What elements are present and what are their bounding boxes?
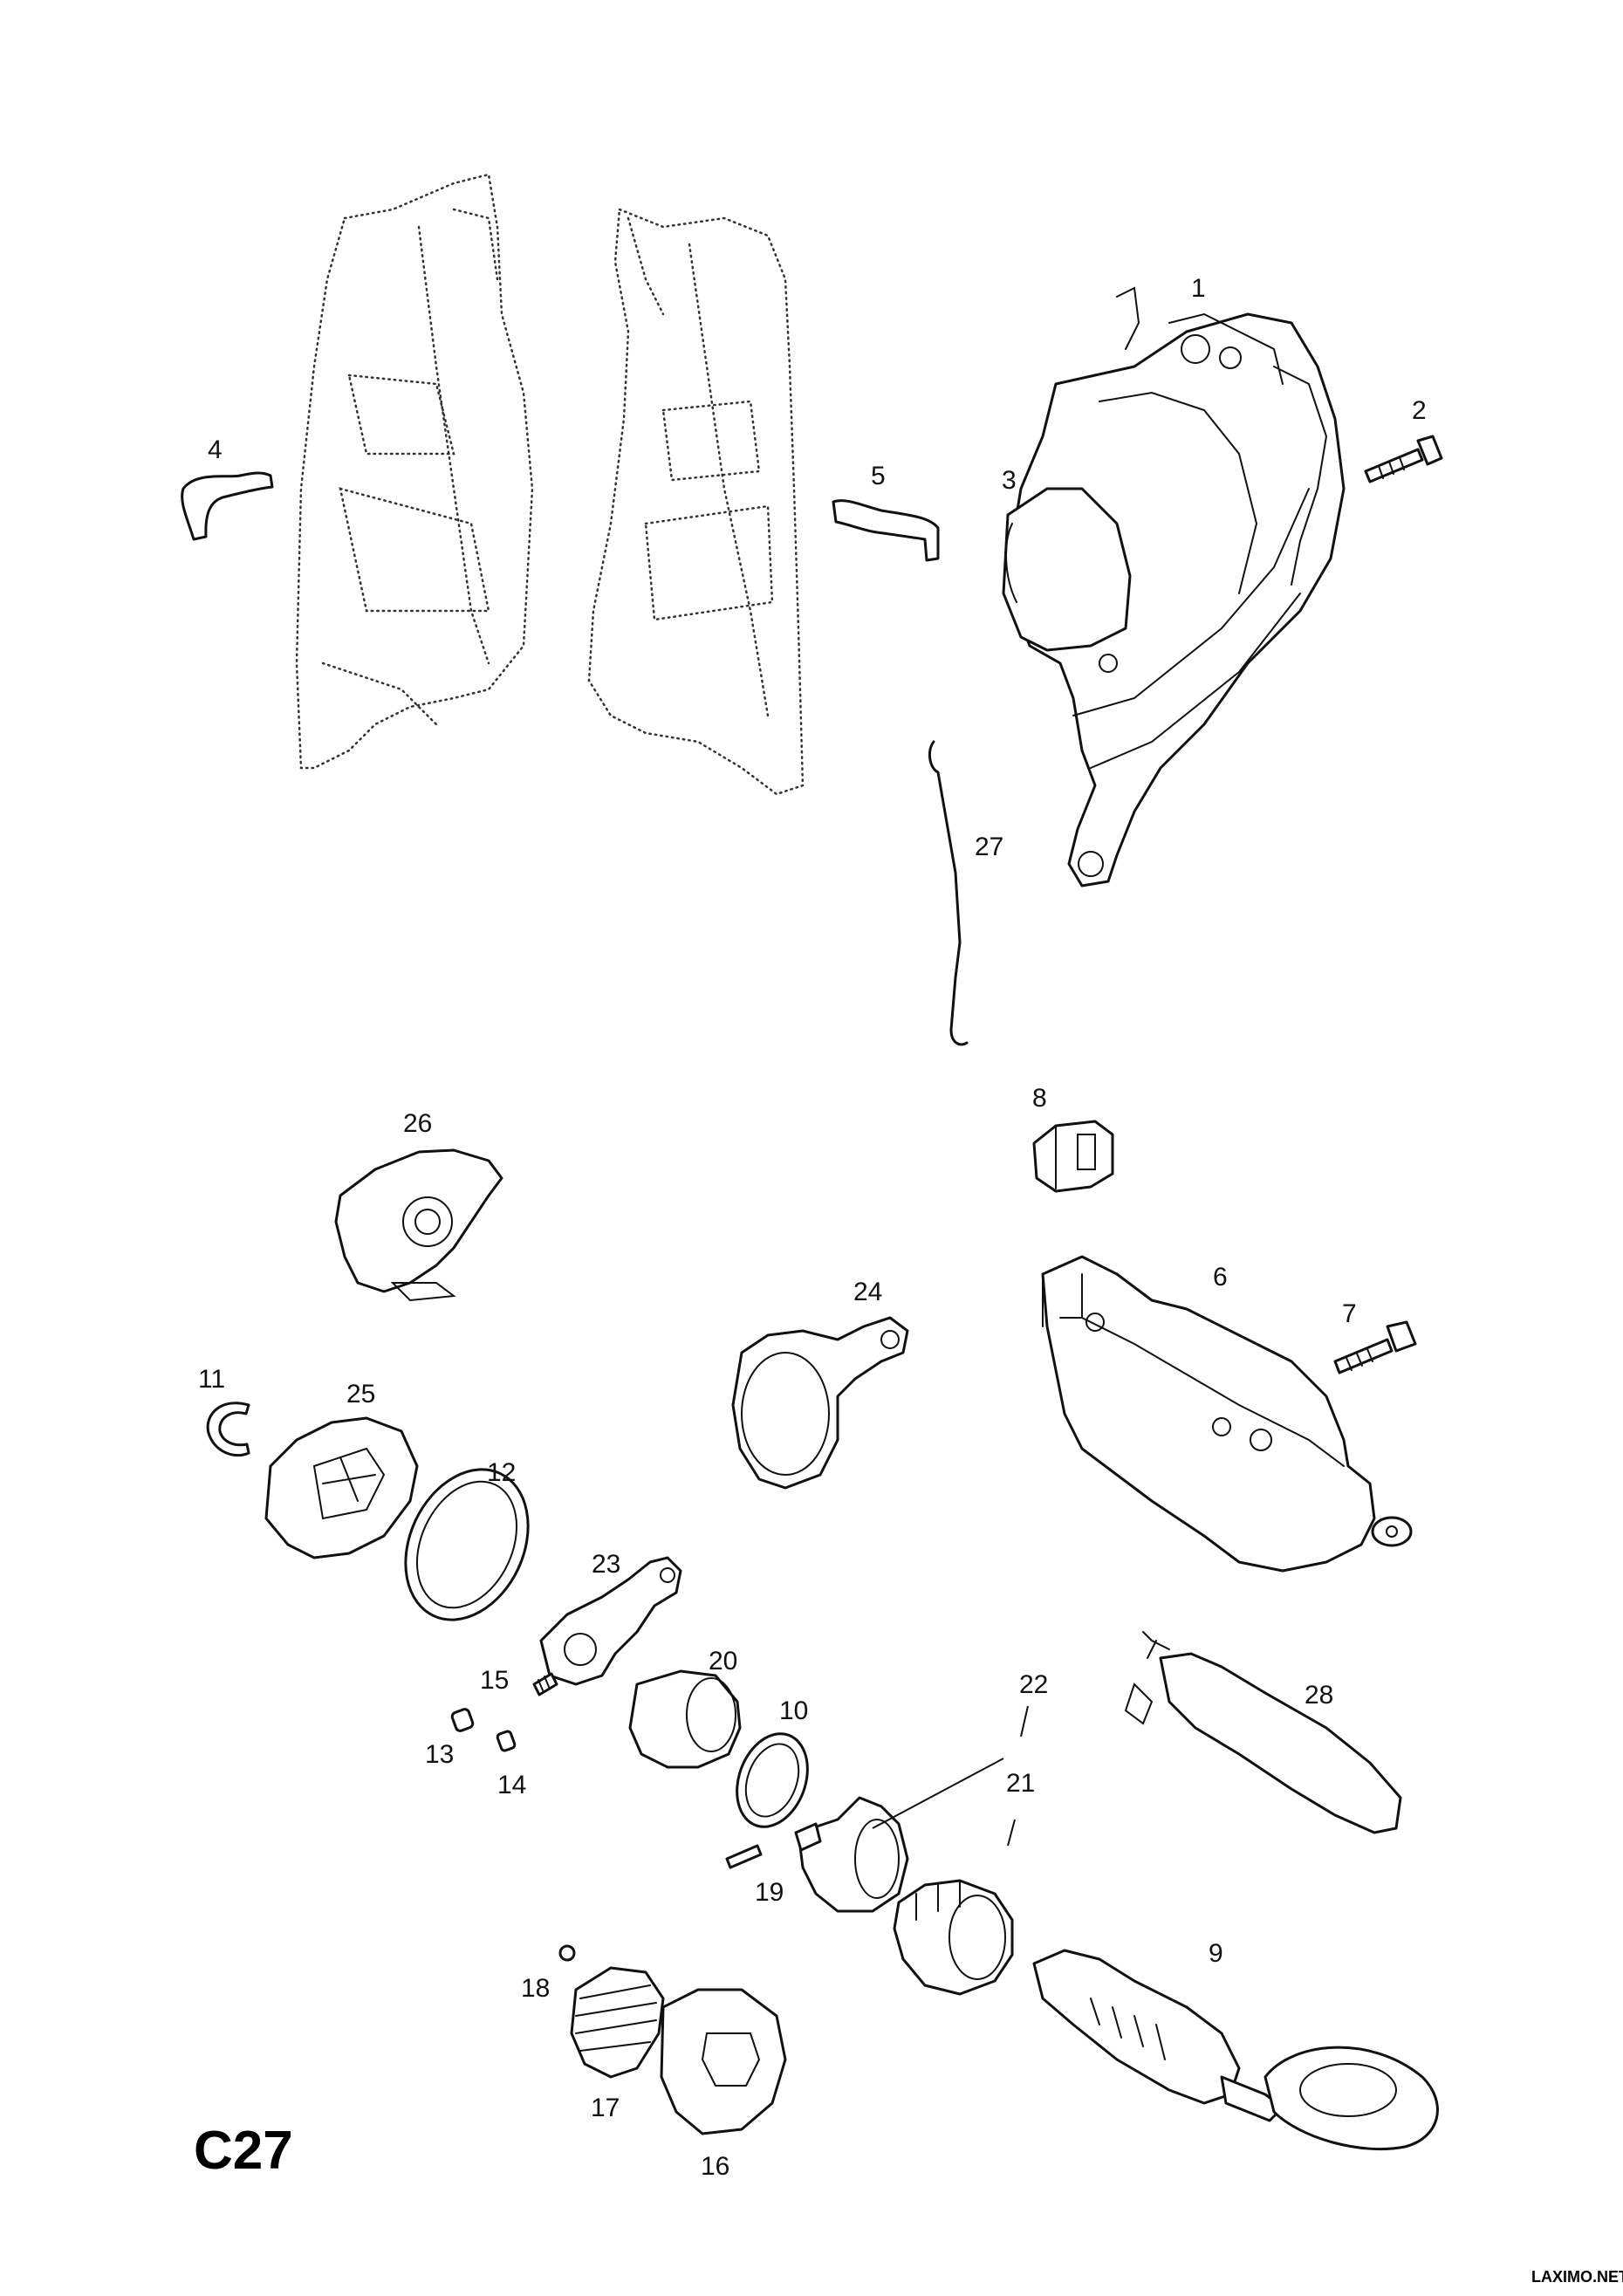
callout-10: 10	[779, 1696, 808, 1725]
part-14-pin	[496, 1730, 517, 1752]
part-16-cap	[660, 1988, 787, 2135]
callout-12: 12	[487, 1458, 516, 1487]
callouts: 1 2 3 4 5 6 7 8 9 10 11 12 13 14 15 16 1…	[198, 274, 1427, 2181]
part-13-pin	[450, 1708, 475, 1732]
callout-24: 24	[853, 1278, 882, 1306]
callout-4: 4	[208, 435, 223, 464]
part-28-key	[1124, 1631, 1402, 1834]
callout-5: 5	[871, 462, 886, 490]
callout-2: 2	[1412, 396, 1427, 425]
part-8-connector	[1032, 1120, 1114, 1193]
callout-20: 20	[709, 1647, 737, 1676]
part-6-actuator	[1041, 1255, 1413, 1573]
callout-27: 27	[975, 833, 1003, 861]
callout-16: 16	[701, 2152, 729, 2181]
part-15-spring	[532, 1672, 558, 1696]
callout-8: 8	[1032, 1084, 1047, 1113]
part-2-screw	[1364, 435, 1443, 483]
part-24-bracket	[731, 1316, 909, 1490]
callout-22: 22	[1019, 1670, 1048, 1699]
part-17-spring	[570, 1966, 665, 2079]
callout-19: 19	[755, 1878, 784, 1907]
part-23-lever	[539, 1556, 682, 1686]
callout-21: 21	[1006, 1769, 1035, 1798]
part-9-lock-cylinder-key	[1032, 1949, 1439, 2151]
part-18-ball	[558, 1944, 576, 1962]
part-12-spring-ring	[404, 1468, 530, 1621]
diagram-code: C27	[194, 2121, 293, 2181]
callout-28: 28	[1305, 1681, 1333, 1710]
callout-14: 14	[497, 1771, 526, 1799]
part-19-roll-pin	[725, 1844, 763, 1869]
callout-25: 25	[346, 1380, 375, 1408]
part-10-ring	[736, 1732, 809, 1828]
right-door-panel-outline	[587, 208, 805, 796]
part-7-screw	[1333, 1320, 1417, 1374]
callout-7: 7	[1342, 1299, 1357, 1328]
callout-1: 1	[1191, 274, 1206, 303]
part-27-rod	[928, 740, 969, 1046]
part-21-cap	[893, 1879, 1014, 1996]
callout-9: 9	[1209, 1939, 1223, 1968]
part-5-clip	[832, 499, 940, 562]
callout-17: 17	[591, 2094, 620, 2122]
callout-15: 15	[480, 1666, 509, 1695]
part-20-sleeve	[628, 1669, 742, 1769]
part-11-circlip	[206, 1402, 250, 1457]
left-door-panel-outline	[295, 173, 534, 770]
callout-13: 13	[425, 1740, 454, 1769]
part-4-clip	[181, 471, 274, 541]
part-3-lock-cover	[1002, 487, 1132, 652]
part-25-housing	[264, 1416, 419, 1559]
callout-18: 18	[521, 1974, 550, 2003]
part-26-housing	[334, 1148, 503, 1302]
callout-23: 23	[592, 1550, 620, 1579]
leader-lines	[872, 1705, 1029, 1847]
credit-watermark: LAXIMO.NET	[1531, 2268, 1623, 2286]
callout-6: 6	[1213, 1263, 1228, 1292]
callout-26: 26	[403, 1109, 432, 1138]
callout-11: 11	[198, 1365, 225, 1394]
callout-3: 3	[1002, 466, 1017, 495]
part-22-sleeve	[794, 1796, 909, 1913]
